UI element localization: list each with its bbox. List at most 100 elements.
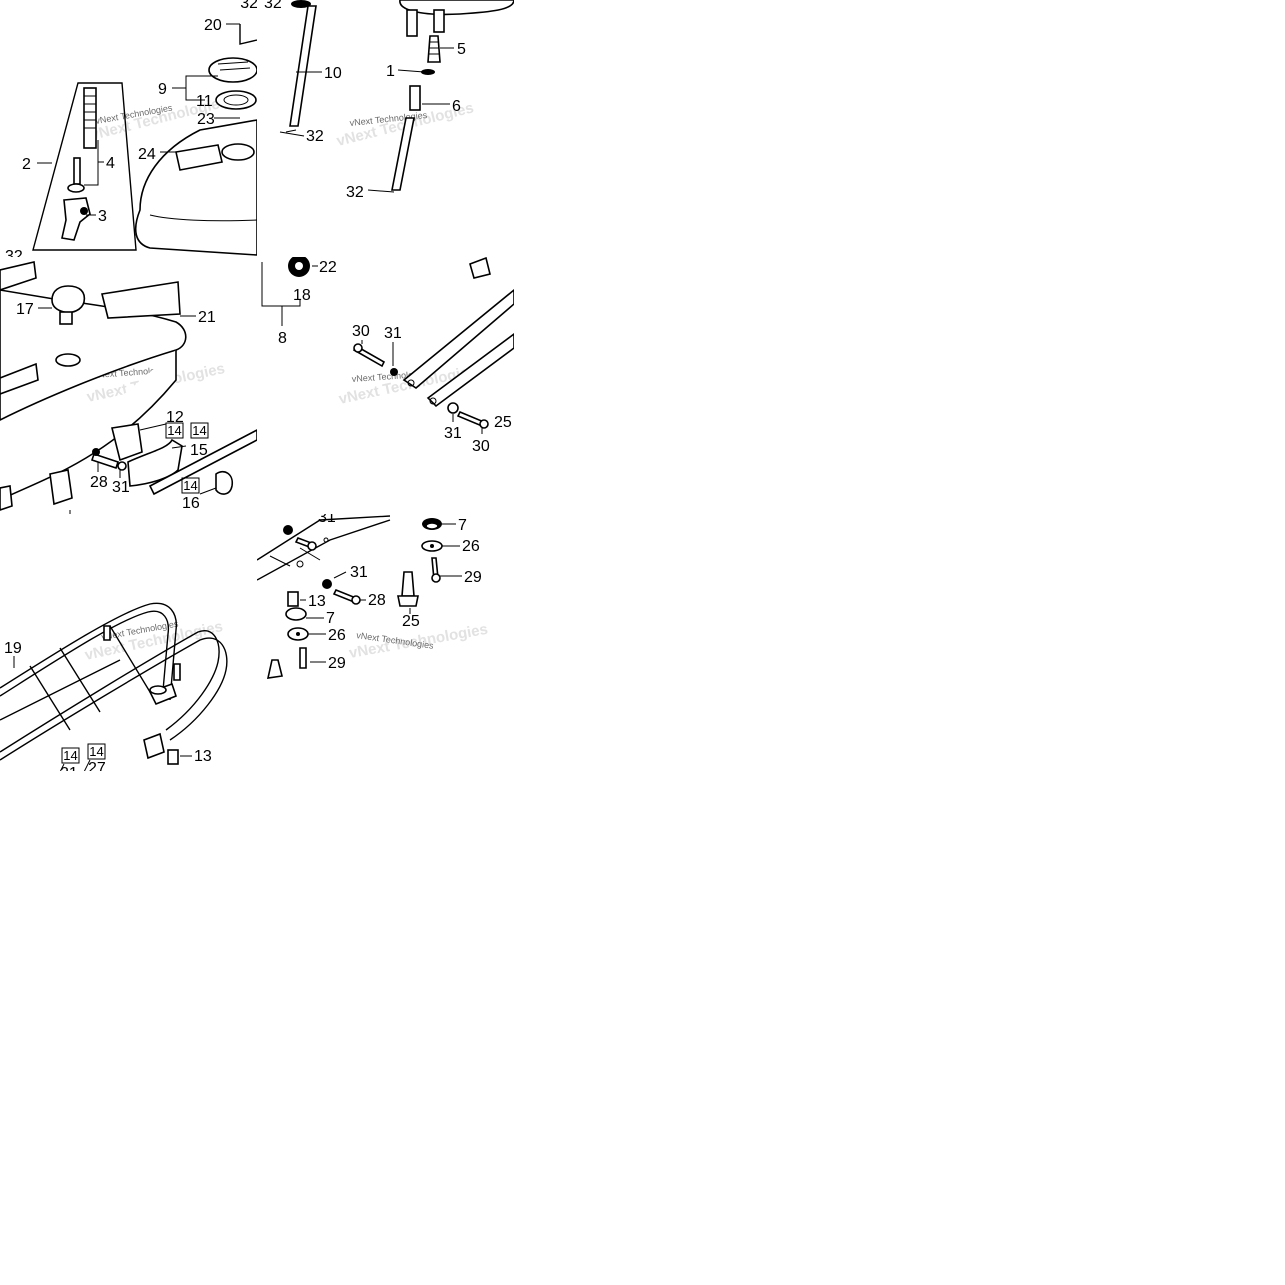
filter-clip [421, 69, 435, 75]
callout-label: 32 [5, 248, 23, 265]
fuel-valve [427, 35, 441, 63]
drain-tube [391, 117, 415, 191]
callout-label: 31 [384, 325, 402, 342]
boxed-label: 14 [192, 423, 206, 438]
callout-label: 16 [182, 495, 200, 512]
rack-mid-bar [0, 659, 121, 721]
tile-middle-left: vNext Technologies vNext Technologies 17… [0, 261, 257, 514]
seat-pad [101, 281, 181, 319]
callout-label: 32 [240, 0, 258, 12]
trim-plate [49, 469, 73, 506]
washer [447, 402, 459, 414]
callout-label: 9 [158, 81, 167, 98]
callout-label: 13 [194, 748, 212, 765]
clamp [215, 470, 234, 495]
frame-rail [148, 429, 257, 496]
tile-top-left: vNext Technologies vNext Technologies 32… [5, 0, 258, 265]
seat-side [0, 350, 177, 501]
mount-bracket [111, 423, 143, 462]
callout-label: 25 [494, 414, 512, 431]
tile-middle-right: vNext Technologies vNext Technologies 22… [261, 257, 514, 455]
callout-label: 21 [198, 309, 216, 326]
tank-outlet-left [406, 9, 418, 37]
callout-label: 23 [197, 111, 215, 128]
rack-rail-main [0, 637, 228, 761]
strainer-mesh [84, 95, 96, 129]
callout-label: 32 [264, 0, 282, 12]
cap-gasket-inner [223, 94, 249, 106]
rack-rail-main-inner [0, 630, 220, 753]
fuel-tank [134, 119, 257, 256]
callout-label: 19 [4, 640, 22, 657]
fuel-tank-seam [149, 214, 257, 222]
callout-label: 3 [98, 208, 107, 225]
seat-edge [0, 485, 13, 511]
callout-label: 30 [472, 438, 490, 455]
callout-label: 15 [190, 442, 208, 459]
callout-label: 2 [22, 156, 31, 173]
callout-label: 18 [293, 287, 311, 304]
tank-filler-neck [221, 143, 255, 161]
callout-label: 31 [350, 564, 368, 581]
boxed-marker [87, 743, 106, 760]
callout-label: 28 [368, 592, 386, 609]
boxed-label: 14 [167, 423, 181, 438]
callout-label: 31 [318, 509, 336, 526]
stay-bar-upper [402, 288, 514, 390]
cushion [285, 607, 307, 621]
callout-label: 32 [306, 128, 324, 145]
callout-label: 11 [196, 93, 213, 110]
boxed-label: 14 [183, 478, 197, 493]
callout-label: 24 [138, 146, 156, 163]
cap-gasket [215, 90, 257, 110]
callout-label: 13 [308, 593, 326, 610]
tube-clip [291, 0, 311, 8]
frame-edge [257, 515, 391, 561]
frame-edge-inner [257, 519, 391, 581]
grommet-hole [295, 262, 303, 270]
washer [117, 461, 127, 471]
bolt [299, 647, 307, 669]
callout-label: 29 [464, 569, 482, 586]
callout-label: 27 [88, 760, 106, 777]
stay-bar-lower [426, 333, 514, 408]
rack-rail-outer-inner [0, 610, 170, 703]
callout-label: 32 [346, 184, 364, 201]
tile-top-right: vNext Technologies vNext Technologies 32… [264, 0, 514, 201]
fuel-cock-body [61, 197, 91, 241]
callout-label: 7 [326, 610, 335, 627]
callout-label: 12 [166, 409, 184, 426]
callout-label: 22 [319, 259, 337, 276]
callout-label: 7 [458, 517, 467, 534]
callout-label: 26 [328, 627, 346, 644]
bolt-head [479, 419, 489, 429]
nut [283, 525, 293, 535]
boxed-marker [190, 422, 209, 439]
group-outline [32, 82, 137, 251]
tank-outlet-right [433, 9, 445, 33]
fuel-cap [208, 57, 257, 83]
callout-label: 6 [452, 98, 461, 115]
tube-clip-lower [285, 129, 297, 133]
collar [167, 749, 179, 765]
mount-arm [127, 438, 183, 487]
nut [322, 579, 332, 589]
fuel-valve-thread [429, 41, 439, 55]
boxed-marker [181, 477, 200, 494]
callout-label: 29 [328, 655, 346, 672]
callout-label: 26 [462, 538, 480, 555]
boxed-label: 14 [89, 744, 103, 759]
stud [266, 659, 283, 679]
boxed-label: 14 [63, 748, 77, 763]
seat-strip [0, 362, 39, 395]
callout-label: 30 [352, 323, 370, 340]
filter-cup [409, 85, 421, 111]
bolt [90, 452, 120, 470]
bolt-head [92, 448, 100, 456]
bolt-head [353, 343, 363, 353]
seat-strap [0, 261, 37, 291]
tank-underside [399, 0, 514, 16]
rack-mount [143, 732, 165, 760]
filler-port [55, 353, 81, 367]
